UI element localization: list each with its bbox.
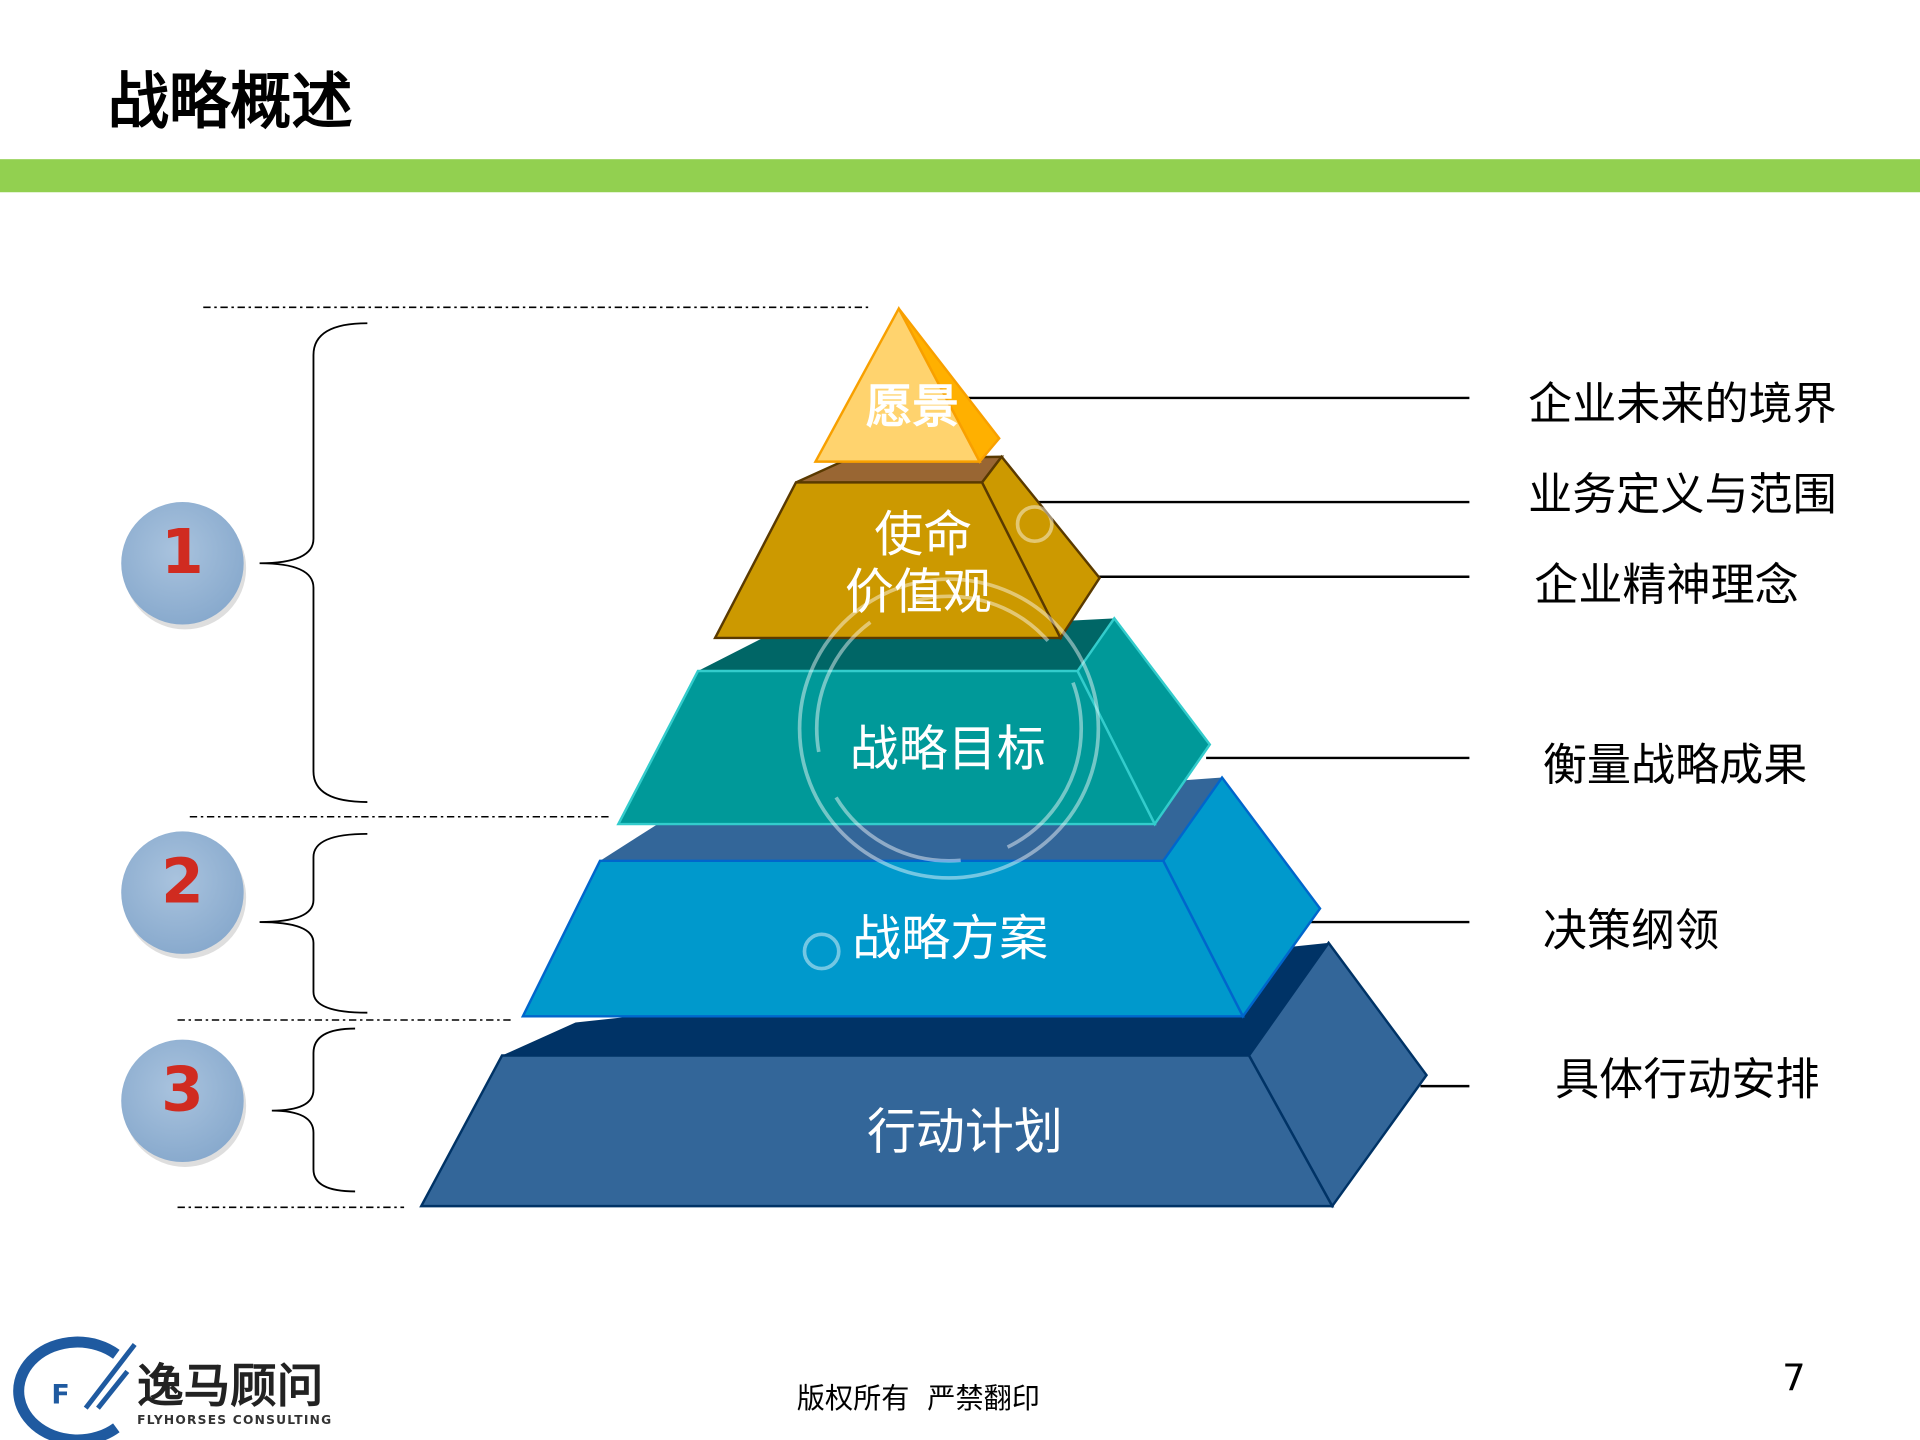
- slide-title: 战略概述: [108, 66, 353, 137]
- page-number: 7: [1782, 1356, 1805, 1399]
- group-number: 1: [161, 517, 204, 588]
- brace-1: [259, 322, 368, 803]
- description-action: 具体行动安排: [1555, 1055, 1819, 1106]
- layer-label: 战略方案: [852, 910, 1048, 967]
- group-marker-3: 3: [121, 1039, 247, 1167]
- description-values: 企业精神理念: [1534, 560, 1798, 611]
- group-marker-1: 1: [121, 502, 247, 630]
- accent-bar: [0, 159, 1920, 193]
- layer-label-line2: 价值观: [845, 564, 992, 621]
- pyramid-layer-mission-values: 使命 价值观: [713, 454, 1102, 641]
- pyramid-layer-strategic-goals: 战略目标: [616, 616, 1212, 827]
- logo-subtitle: FLYHORSES CONSULTING: [137, 1413, 332, 1427]
- svg-text:F: F: [51, 1379, 69, 1410]
- copyright-footer: 版权所有 严禁翻印: [797, 1382, 1040, 1415]
- braces: [259, 322, 368, 1193]
- description-plan: 决策纲领: [1543, 905, 1719, 956]
- connector-lines: [967, 396, 1470, 1088]
- brace-3: [271, 1027, 356, 1193]
- description-vision: 企业未来的境界: [1528, 379, 1837, 430]
- layer-label: 战略目标: [850, 720, 1046, 777]
- description-goals: 衡量战略成果: [1543, 740, 1807, 791]
- group-marker-2: 2: [121, 831, 247, 959]
- layer-label-line1: 使命: [874, 506, 972, 563]
- watermark-stamp: [797, 505, 1101, 971]
- group-number: 3: [161, 1055, 204, 1126]
- brace-2: [259, 832, 368, 1014]
- layer-label: 愿景: [866, 379, 959, 433]
- company-logo: F 逸马顾问 FLYHORSES CONSULTING: [13, 1336, 332, 1440]
- description-mission: 业务定义与范围: [1528, 469, 1837, 520]
- layer-label: 行动计划: [867, 1104, 1063, 1161]
- logo-name: 逸马顾问: [137, 1359, 323, 1413]
- pyramid-layer-vision: 愿景: [813, 305, 1001, 464]
- dashed-guides: [177, 306, 872, 1209]
- group-number: 2: [161, 846, 204, 917]
